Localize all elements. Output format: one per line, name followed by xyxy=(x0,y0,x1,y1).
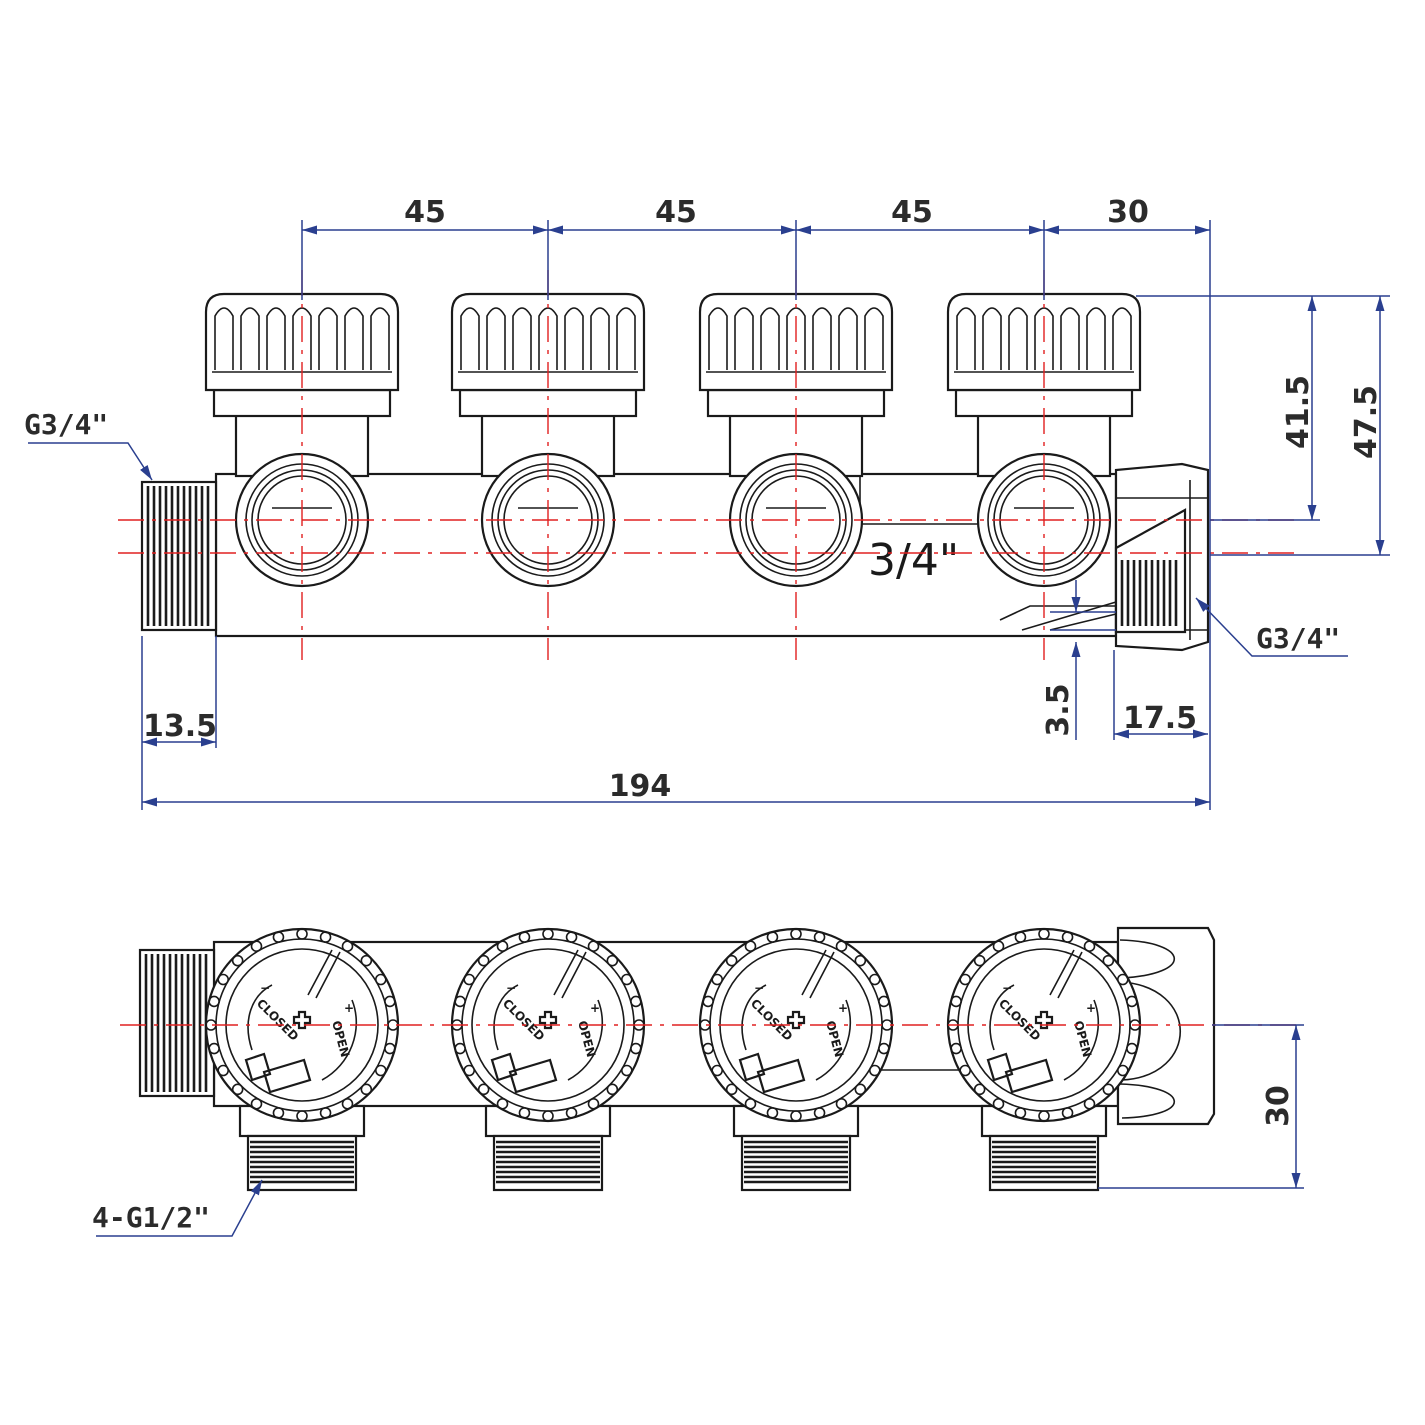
dial-plus-3: + xyxy=(838,1001,848,1015)
offset-label: 3.5 xyxy=(1041,683,1076,736)
outlet-thread-callout: 4-G1/2" xyxy=(92,1179,263,1237)
outlet-depth-dimension: 30 xyxy=(1098,1024,1304,1189)
dial-minus-2: − xyxy=(506,981,516,995)
inlet-thread-left xyxy=(140,480,218,632)
dial-plus-2: + xyxy=(590,1001,600,1015)
height-dimensions: 41.5 47.5 xyxy=(1136,295,1390,556)
top-view: 3/4" 45 45 45 30 xyxy=(24,195,1390,810)
outlet-depth-label: 30 xyxy=(1261,1085,1296,1127)
dial-plus-4: + xyxy=(1086,1001,1096,1015)
overall-length: 194 xyxy=(609,769,672,804)
height-label-47-5: 47.5 xyxy=(1349,385,1384,459)
outlet-thread-4 xyxy=(980,1104,1108,1192)
outlet-label: G3/4" xyxy=(1256,622,1340,655)
spacing-label-3: 45 xyxy=(891,195,933,230)
outlet-thread-3 xyxy=(732,1104,860,1192)
dial-minus-1: − xyxy=(260,981,270,995)
dial-minus-4: − xyxy=(1002,981,1012,995)
dial-plus-1: + xyxy=(344,1001,354,1015)
outlet-nut-right xyxy=(1021,462,1210,652)
body-size-label: 3/4" xyxy=(868,535,959,586)
outlet-thread-label: 4-G1/2" xyxy=(92,1201,210,1234)
outlet-callout: G3/4" xyxy=(1195,597,1348,657)
inlet-label: G3/4" xyxy=(24,408,108,441)
thread-length-right: 17.5 xyxy=(1123,701,1197,736)
hex-nut-bottom xyxy=(1116,926,1216,1126)
spacing-label-2: 45 xyxy=(655,195,697,230)
inlet-callout: G3/4" xyxy=(24,408,153,481)
height-label-41-5: 41.5 xyxy=(1281,375,1316,449)
spacing-dimensions: 45 45 45 30 xyxy=(301,195,1211,810)
length-dimensions: 13.5 194 17.5 3.5 xyxy=(141,580,1210,810)
spacing-label-1: 45 xyxy=(404,195,446,230)
inlet-thread-bottom xyxy=(138,948,216,1098)
spacing-label-4: 30 xyxy=(1107,195,1149,230)
thread-length-left: 13.5 xyxy=(143,709,217,744)
dial-minus-3: − xyxy=(754,981,764,995)
